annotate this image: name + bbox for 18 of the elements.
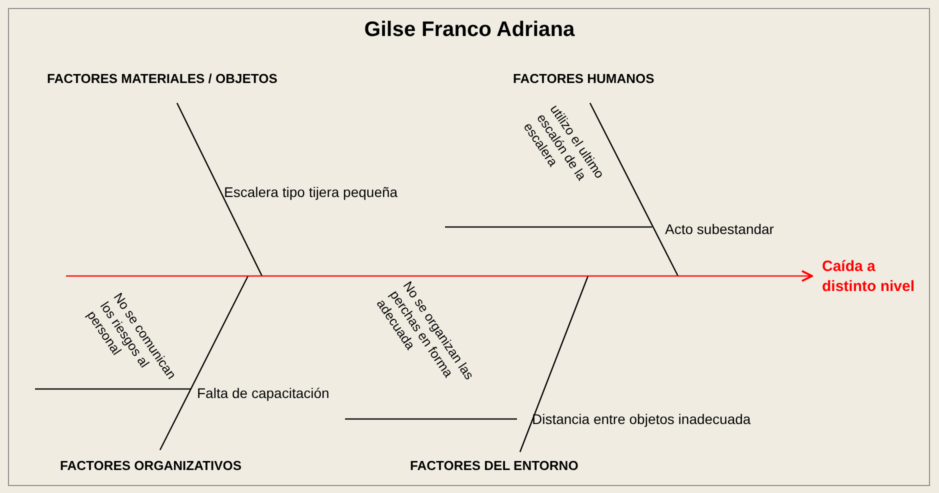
cause-label: Acto subestandar	[665, 221, 774, 238]
cause-label: Escalera tipo tijera pequeña	[224, 184, 398, 201]
category-heading: FACTORES HUMANOS	[513, 70, 654, 87]
bone-line	[176, 102, 263, 276]
bone-line	[345, 418, 517, 420]
category-heading: FACTORES MATERIALES / OBJETOS	[47, 70, 278, 87]
category-heading: FACTORES ORGANIZATIVOS	[60, 457, 242, 474]
bone-line	[589, 102, 679, 276]
cause-label: Falta de capacitación	[197, 385, 330, 402]
effect-label: Caída a distinto nivel	[822, 257, 927, 297]
bone-line	[445, 226, 652, 228]
category-heading: FACTORES DEL ENTORNO	[410, 457, 578, 474]
bone-line	[159, 276, 249, 450]
spine-arrow	[66, 270, 813, 282]
title: Gilse Franco Adriana	[364, 18, 575, 42]
bone-line	[519, 276, 589, 452]
cause-label: Distancia entre objetos inadecuada	[532, 411, 751, 428]
bone-line	[35, 388, 191, 390]
